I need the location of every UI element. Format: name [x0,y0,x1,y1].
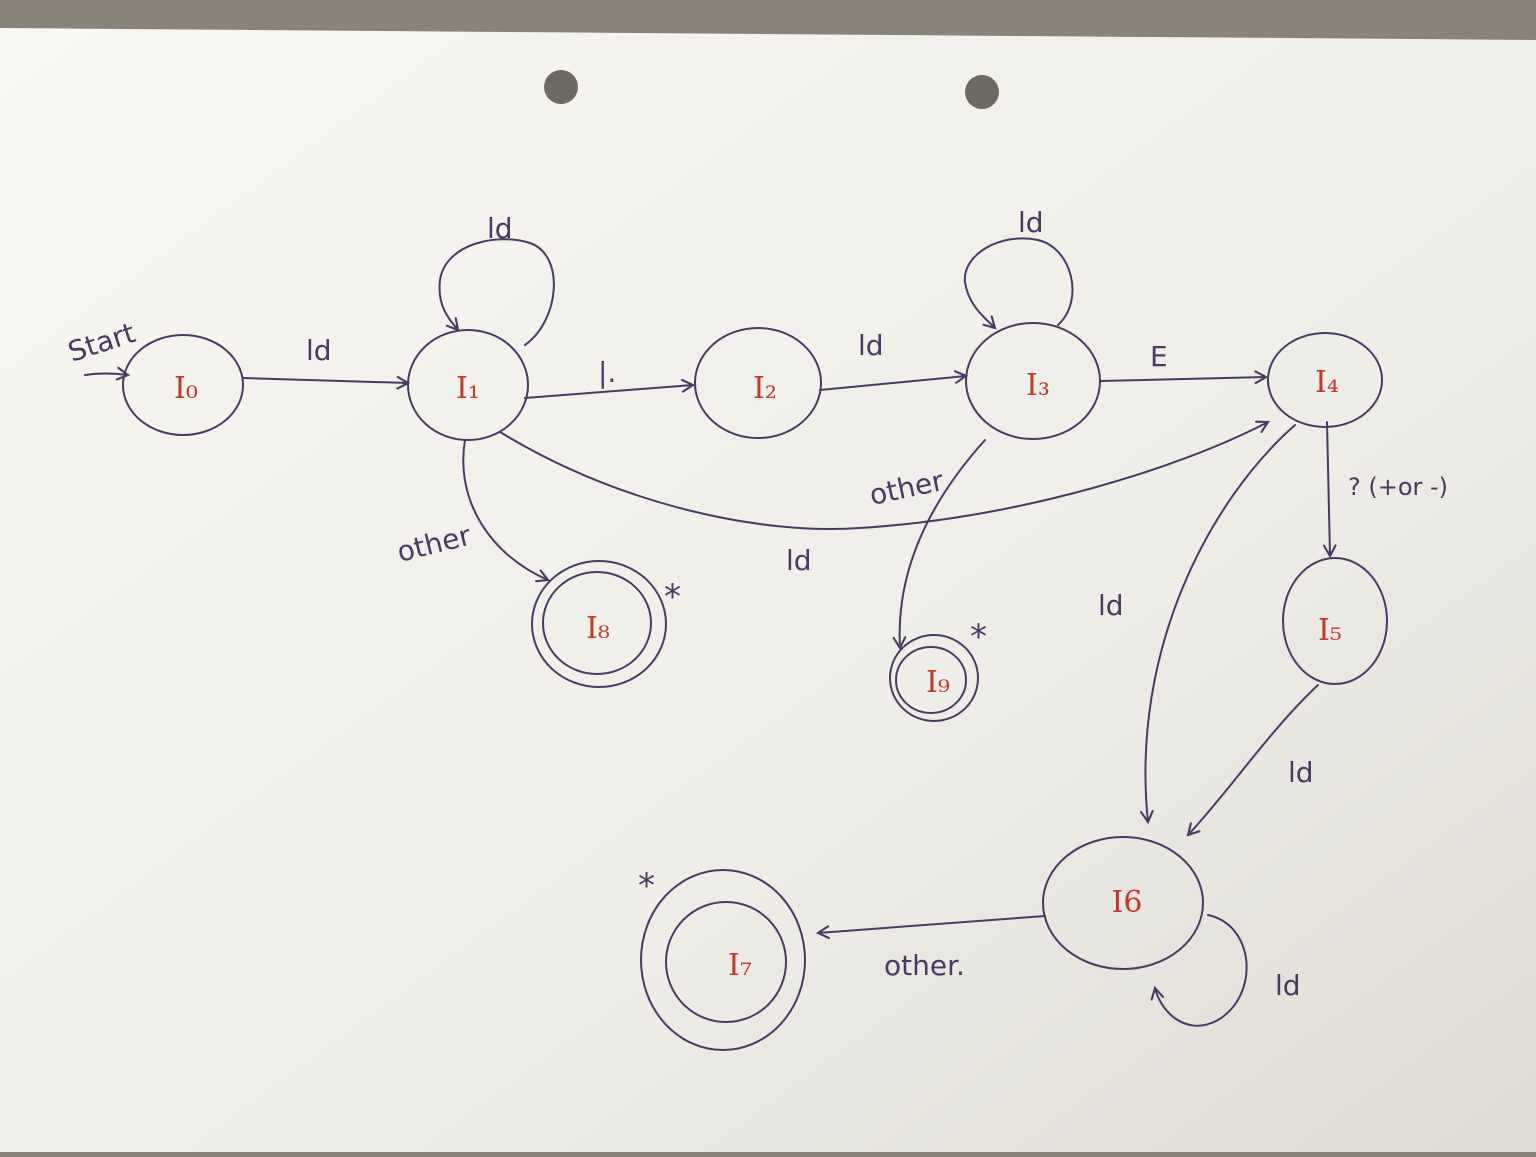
state-labels: I₀ I₁ I₂ I₃ I₄ I₅ I6 I₇ I₈ I₉ [174,365,1342,983]
state-label-i1: I₁ [456,371,480,406]
label-i3-loop: ld [1018,206,1044,239]
state-i9-outer [889,634,979,722]
state-i8-inner [542,571,652,675]
retract-mark-i9: * [970,617,987,657]
state-i7-inner [665,901,787,1023]
state-i7-outer [640,869,806,1051]
edge-i4-i6 [1140,424,1296,825]
state-label-i2: I₂ [753,371,777,406]
label-i6-loop: ld [1275,969,1301,1002]
state-label-i7: I₇ [728,948,752,983]
retract-marks: * * * [638,577,987,906]
edge-i1-i4 [499,420,1270,530]
punch-hole-right [965,75,999,109]
state-i4 [1267,332,1383,428]
state-i8-outer [531,560,667,688]
state-label-i6: I6 [1112,885,1143,920]
edge-i5-i6 [1186,684,1319,837]
label-i4-i6: ld [1098,589,1124,622]
label-i1-loop: ld [487,212,513,245]
edge-i4-i5 [1322,421,1337,559]
state-i2 [694,327,822,439]
retract-mark-i8: * [664,577,681,617]
label-i0-i1: ld [306,334,332,367]
state-i1 [407,329,529,441]
state-i6 [1042,836,1204,970]
label-i5-i6: ld [1288,756,1314,789]
states [122,322,1388,1051]
label-i4-i5: ? (+or -) [1348,473,1448,501]
edge-i3-i4 [1099,370,1269,385]
state-i9-inner [895,646,967,714]
edge-i0-i1 [242,375,411,390]
label-i2-i3: ld [858,329,884,362]
label-i6-i7: other. [884,949,965,982]
label-i1-i4: ld [786,544,812,577]
label-i3-i4: E [1150,340,1168,373]
retract-mark-i7: * [638,866,655,906]
edge-i3-i9 [892,439,986,651]
state-label-i8: I₈ [586,611,610,646]
punch-hole-left [544,70,578,104]
edge-i6-loop [1150,914,1248,1027]
state-label-i5: I₅ [1318,613,1342,648]
edge-i1-i2 [524,378,696,399]
edge-i1-i8 [462,439,550,583]
state-label-i4: I₄ [1315,365,1339,400]
edge-i3-loop [963,237,1074,330]
edge-i2-i3 [819,370,969,391]
edges [84,237,1337,1027]
paper-sheet [0,28,1536,1152]
label-i1-i2: |. [598,356,616,389]
edge-i6-i7 [815,915,1046,940]
state-label-i3: I₃ [1026,368,1050,403]
state-label-i0: I₀ [174,371,198,406]
state-label-i9: I₉ [926,665,950,700]
state-i3 [965,322,1101,440]
edge-i1-loop [438,238,555,346]
state-i0 [122,334,244,436]
state-i5 [1282,557,1388,685]
